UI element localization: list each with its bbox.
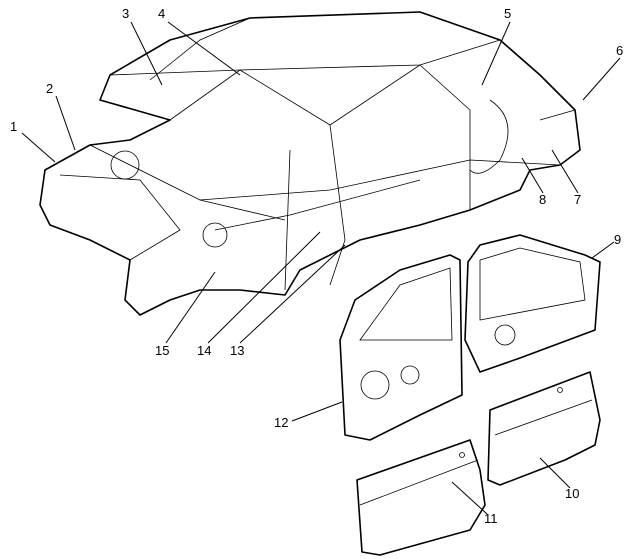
- callout-3: 3: [122, 6, 130, 21]
- callout-6: 6: [616, 43, 624, 58]
- callout-14: 14: [197, 343, 212, 358]
- callout-7: 7: [574, 192, 582, 207]
- callout-13: 13: [230, 343, 245, 358]
- front-door-panel: [356, 439, 486, 556]
- callout-15: 15: [155, 343, 170, 358]
- callout-11: 11: [484, 511, 498, 526]
- rear-door-frame: [464, 234, 601, 373]
- body-shell: [39, 11, 581, 316]
- callout-8: 8: [539, 192, 547, 207]
- callout-2: 2: [46, 81, 54, 96]
- callout-5: 5: [504, 6, 512, 21]
- front-door-frame: [339, 254, 463, 441]
- callout-9: 9: [614, 232, 622, 247]
- rear-door-panel: [487, 371, 601, 486]
- callout-1: 1: [10, 119, 18, 134]
- leader-lines: [21, 21, 621, 515]
- callout-10: 10: [565, 486, 580, 501]
- callout-12: 12: [274, 415, 289, 430]
- callout-4: 4: [158, 6, 166, 21]
